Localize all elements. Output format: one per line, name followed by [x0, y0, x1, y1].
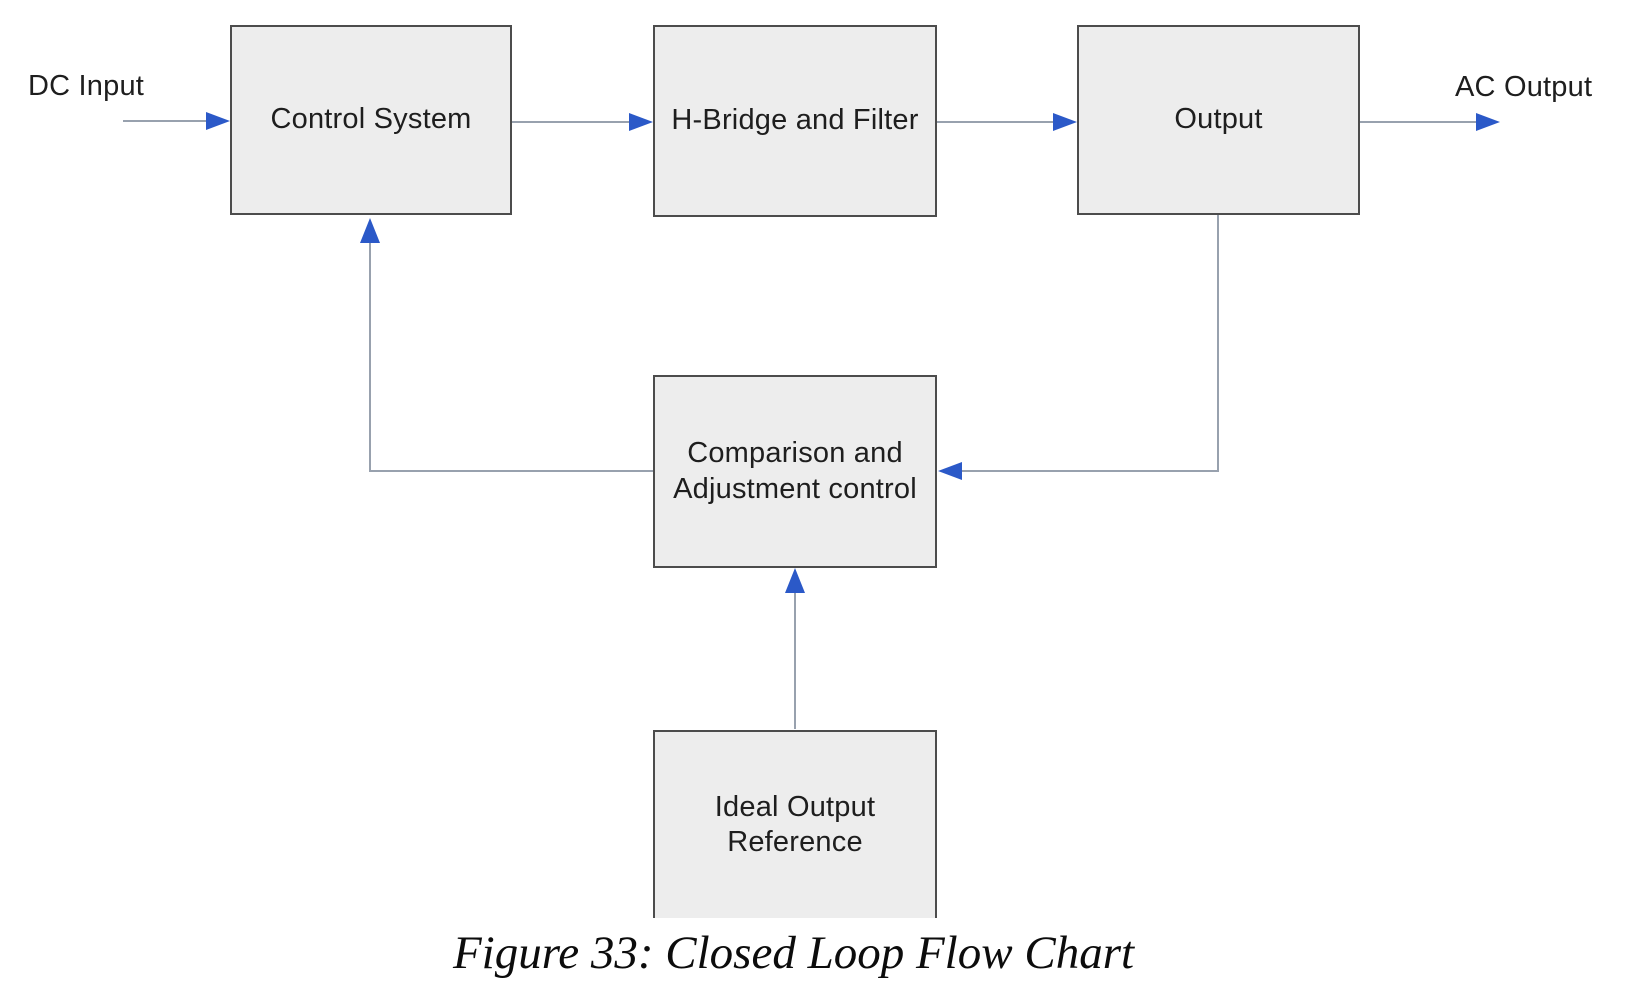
arrowhead-right-icon — [206, 112, 230, 130]
node-comparison-adjustment-control: Comparison and Adjustment control — [653, 375, 937, 568]
arrowhead-up-icon — [360, 218, 380, 243]
arrowhead-up-icon — [785, 568, 805, 593]
node-control-system: Control System — [230, 25, 512, 215]
ac-output-label: AC Output — [1455, 71, 1593, 103]
node-output: Output — [1077, 25, 1360, 215]
node-ideal-output-reference: Ideal Output Reference — [653, 730, 937, 918]
edge-comparison-to-control — [369, 240, 653, 472]
arrowhead-right-icon — [629, 113, 653, 131]
edge-output-to-comparison — [960, 215, 1219, 472]
node-h-bridge-and-filter: H-Bridge and Filter — [653, 25, 937, 217]
dc-input-label: DC Input — [28, 70, 145, 102]
arrowhead-right-icon — [1476, 113, 1500, 131]
arrowhead-left-icon — [938, 462, 962, 480]
figure-caption: Figure 33: Closed Loop Flow Chart — [452, 927, 1135, 979]
arrowhead-right-icon — [1053, 113, 1077, 131]
